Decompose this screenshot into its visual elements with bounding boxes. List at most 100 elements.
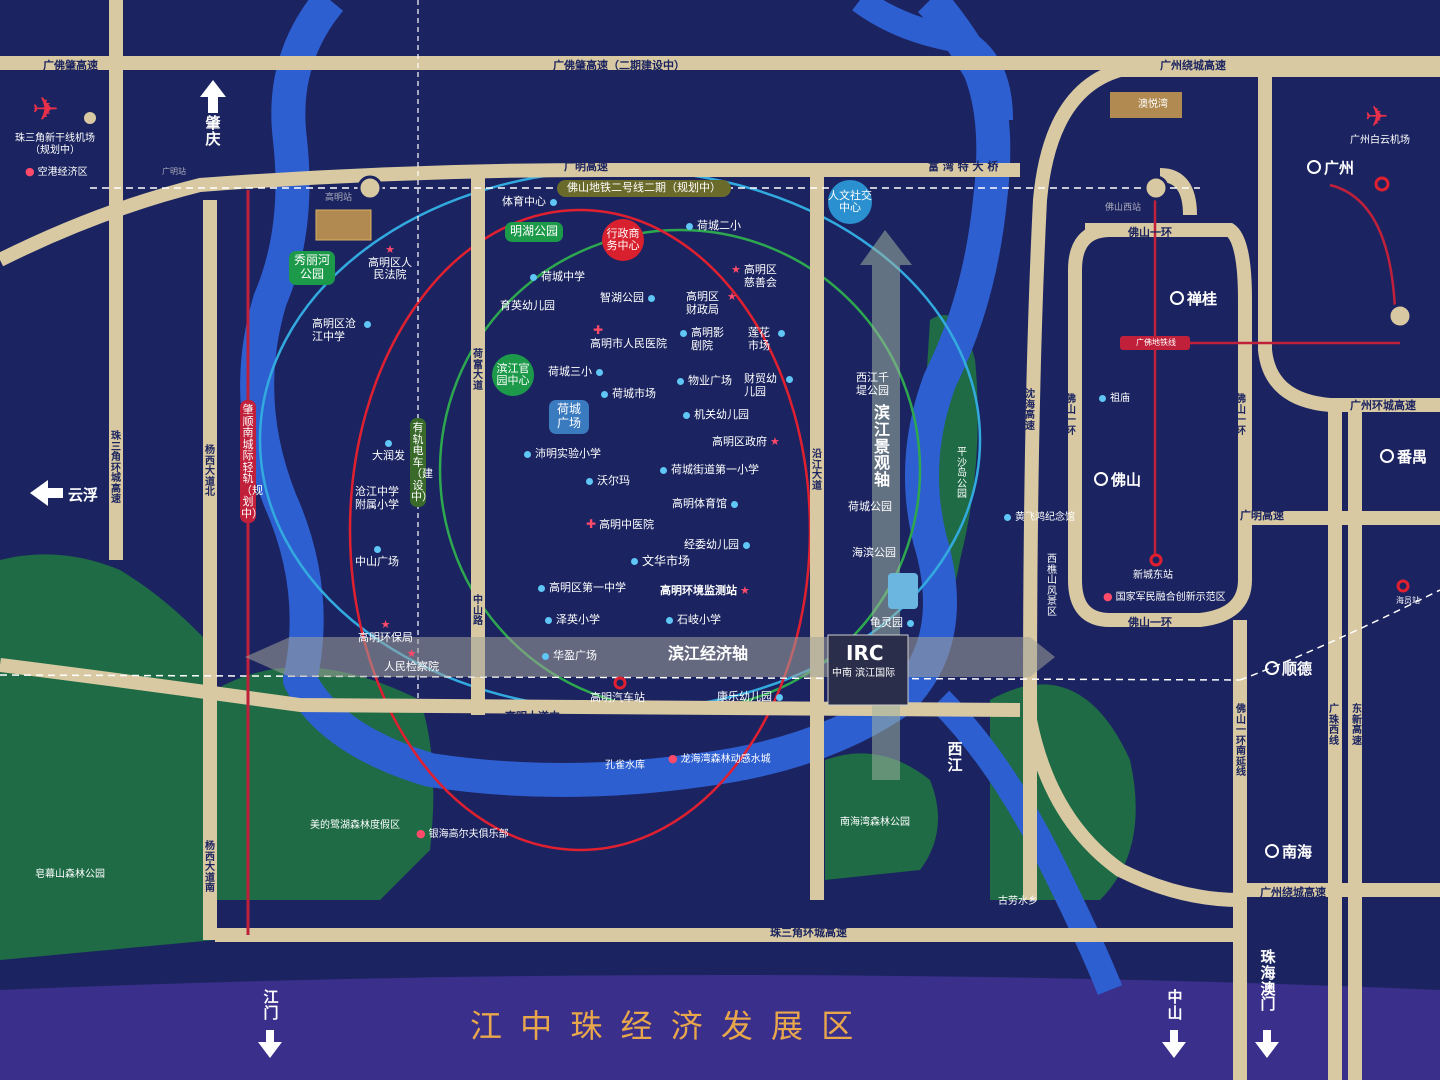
road-label: 广佛肇高速 [43, 59, 98, 72]
star-icon: ★ [380, 618, 391, 631]
park-xijiang-dike: 西江千堤公园 [856, 371, 889, 397]
poi: 机关幼儿园 [679, 408, 749, 422]
poi-label: 石岐小学 [677, 613, 721, 626]
park-minghu: 明湖公园 [505, 222, 564, 242]
star-icon: ★ [385, 243, 395, 256]
poi: ●龙海湾森林动感水城 [665, 752, 771, 766]
poi-label: 育英幼儿园 [500, 299, 555, 312]
green-area-west [0, 554, 215, 960]
poi-dot-icon [666, 616, 673, 624]
binjiang-landscape-axis-label: 滨江景观轴 [873, 403, 890, 490]
poi: 高明体育馆 [672, 497, 742, 511]
poi: 荷城二小 [682, 219, 741, 233]
admin-center-bubble: 行政商务中心 [602, 219, 644, 261]
poi-dot-icon [385, 439, 392, 447]
top-right-badge [1110, 92, 1182, 118]
poi: ★人民检察院 [384, 647, 439, 673]
star-icon: ● [25, 165, 35, 178]
tram-label: 有轨电车（建设中） [410, 418, 433, 507]
poi-label: 机关幼儿园 [694, 408, 749, 421]
poi-label: 高明区政府 [712, 435, 767, 448]
poi-label: 龟灵园 [870, 616, 903, 629]
road-label-vertical: 东新高速 [1352, 704, 1362, 747]
poi: 高明影剧院 [676, 326, 729, 352]
station-xinchengdong: 新城东站 [1133, 570, 1173, 581]
poi-label: 荷城市场 [612, 387, 656, 400]
road-label: 珠三角环城高速 [770, 926, 847, 939]
star-icon: ● [668, 752, 678, 765]
poi-label: 沧江中学附属小学 [355, 485, 399, 511]
poi-dot-icon [680, 329, 687, 337]
city-guangzhou: 广州 [1307, 157, 1354, 178]
poi: 高明区第一中学 [534, 581, 626, 595]
metro-label-box [1120, 336, 1190, 350]
city-panyu: 番禺 [1380, 446, 1427, 467]
city-label: 禅桂 [1187, 290, 1218, 308]
poi: ●国家军民融合创新示范区 [1100, 590, 1226, 604]
poi: ✚高明中医院 [583, 517, 654, 532]
city-chancheng: 禅桂 [1170, 288, 1217, 309]
poi: 智湖公园 [600, 291, 659, 305]
city-ring-icon [1094, 472, 1108, 486]
road-label-vertical: 沿江大道 [812, 449, 822, 492]
poi-label: 大润发 [372, 448, 405, 462]
poi-label: 高明环保局 [358, 630, 413, 644]
poi-label: 泽英小学 [556, 613, 600, 626]
park-nanhaiwan: 南海湾森林公园 [840, 817, 910, 828]
poi-label: 银海高尔夫俱乐部 [428, 829, 509, 840]
poi-label: 莲花市场 [748, 326, 770, 352]
poi: 高明区财政局★ [686, 290, 740, 316]
station-guangming: 广明站 [162, 167, 186, 176]
road-label-vertical: 杨西大道南 [205, 841, 215, 894]
park-hecheng-plaza: 荷城广场 [549, 400, 589, 434]
poi-label: 黄飞鸿纪念馆 [1015, 512, 1075, 523]
direction-yunfu: 云浮 [68, 486, 99, 504]
road-label: 富 湾 特 大 桥 [928, 160, 999, 173]
green-area-sea [0, 975, 1440, 1080]
poi-dot-icon [743, 541, 750, 549]
hospital-cross-icon: ✚ [586, 517, 597, 531]
road-label: 高明大道中 [505, 710, 560, 723]
poi: 荷城中学 [526, 270, 585, 284]
poi: 黄飞鸿纪念馆 [1000, 512, 1075, 524]
hechuan-badge [315, 209, 372, 241]
road-label-vertical: 广珠西线 [1329, 704, 1339, 747]
poi-label: 经委幼儿园 [684, 538, 739, 551]
poi: 荷城街道第一小学 [656, 463, 759, 477]
poi: 中山广场 [355, 543, 399, 568]
poi-label: 人民检察院 [384, 659, 439, 673]
city-label: 顺德 [1282, 660, 1313, 678]
airport-baiyun: 广州白云机场 [1350, 135, 1410, 146]
poi-dot-icon [373, 545, 381, 553]
top-right-badge: 澳悦湾 [1138, 99, 1168, 110]
poi-dot-icon [1004, 513, 1011, 521]
poi: ✚高明市人民医院 [590, 323, 667, 350]
poi: 莲花市场 [748, 326, 789, 352]
intercity-label: 肇顺南城际轻轨（规划中） [240, 400, 263, 524]
station-gaoming: 高明站 [325, 193, 353, 203]
city-label: 广州 [1324, 159, 1355, 177]
poi-label: 华盈广场 [553, 649, 597, 662]
direction-arrows [30, 80, 1279, 1058]
poi-label: 高明区财政局 [686, 290, 719, 316]
poi-label: 高明影剧院 [691, 326, 724, 352]
road-label: 佛山一环 [1128, 616, 1172, 629]
poi: 沧江中学附属小学 [355, 485, 403, 511]
road-label-vertical: 佛山一环 [1066, 394, 1076, 437]
poi: 孔雀水库 [605, 760, 645, 772]
park-pingsha: 平沙岛公园 [957, 447, 967, 500]
city-ring-icon [1307, 160, 1321, 174]
station-haiyan: 海员站 [1396, 596, 1420, 605]
city-ring-icon [1265, 844, 1279, 858]
poi-dot-icon [530, 273, 537, 281]
road-label-vertical: 珠三角环城高速 [111, 431, 121, 505]
poi: 财贸幼儿园 [744, 372, 797, 398]
star-icon: ★ [740, 584, 750, 597]
poi-label: 沛明实验小学 [535, 447, 601, 460]
bottom-banner: 江 中 珠 经 济 发 展 区 [470, 1007, 858, 1045]
poi-label: 龙海湾森林动感水城 [680, 754, 771, 765]
airport-zone-label: 空港经济区 [37, 167, 88, 178]
city-ring-icon [1265, 661, 1279, 675]
green-area-south [215, 667, 434, 900]
